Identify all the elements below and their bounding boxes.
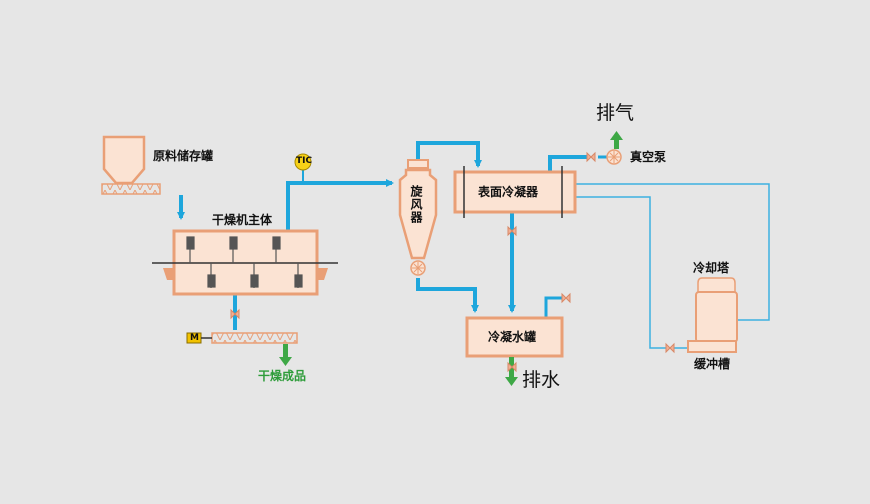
exhaust-arrow [614, 138, 619, 149]
exhaust-label: 排气 [596, 102, 635, 124]
dryer-left-end [163, 268, 174, 280]
valves [230, 151, 675, 373]
motor-label: M [190, 333, 199, 343]
process-lines [177, 141, 588, 330]
discharge-screw-conveyor [186, 332, 298, 344]
condensate-tank [465, 316, 564, 386]
cooling-return-line [575, 183, 770, 321]
valve-icon [665, 342, 675, 354]
cyclone-bottom-line [416, 278, 479, 313]
surface-condenser-label: 表面冷凝器 [478, 185, 539, 199]
cooling-lines [575, 183, 770, 349]
dried-product-label: 干燥成品 [258, 369, 307, 383]
feed-screw-conveyor [101, 183, 161, 195]
cooling-supply-line [575, 196, 691, 349]
tic-indicator [294, 153, 312, 183]
cyclone-to-condenser-line [416, 141, 482, 168]
valve-icon [230, 308, 240, 320]
valve-icon [586, 151, 596, 163]
cyclone-separator [398, 159, 438, 276]
surface-condenser [453, 166, 577, 218]
vacuum-line [548, 155, 588, 172]
cooling-tower [687, 277, 738, 353]
vapor-line [286, 179, 394, 230]
vacuum-pump-label: 真空泵 [630, 150, 667, 164]
tank-vent-line [544, 296, 562, 318]
cooling-tower-label: 冷却塔 [693, 261, 730, 275]
dryer-main-label: 干燥机主体 [212, 213, 273, 227]
drain-label: 排水 [522, 369, 561, 391]
cyclone-label: 旋风器 [409, 185, 423, 224]
dryer-right-end [317, 268, 328, 280]
vacuum-pump-symbol [598, 131, 623, 165]
valve-icon [561, 292, 571, 304]
valve-icon [507, 225, 517, 237]
condensate-tank-label: 冷凝水罐 [488, 330, 537, 344]
buffer-tank-label: 缓冲槽 [694, 357, 731, 371]
raw-material-tank-label: 原料储存罐 [153, 149, 214, 163]
dryer-paddles-lower [207, 263, 303, 288]
valve-icon [507, 361, 517, 373]
dryer-main-body [152, 229, 338, 296]
product-arrow [279, 344, 292, 366]
buffer-tank [687, 340, 737, 353]
tic-label: TIC [296, 156, 313, 166]
dryer-paddles-upper [186, 236, 281, 263]
raw-material-hopper [101, 135, 161, 195]
